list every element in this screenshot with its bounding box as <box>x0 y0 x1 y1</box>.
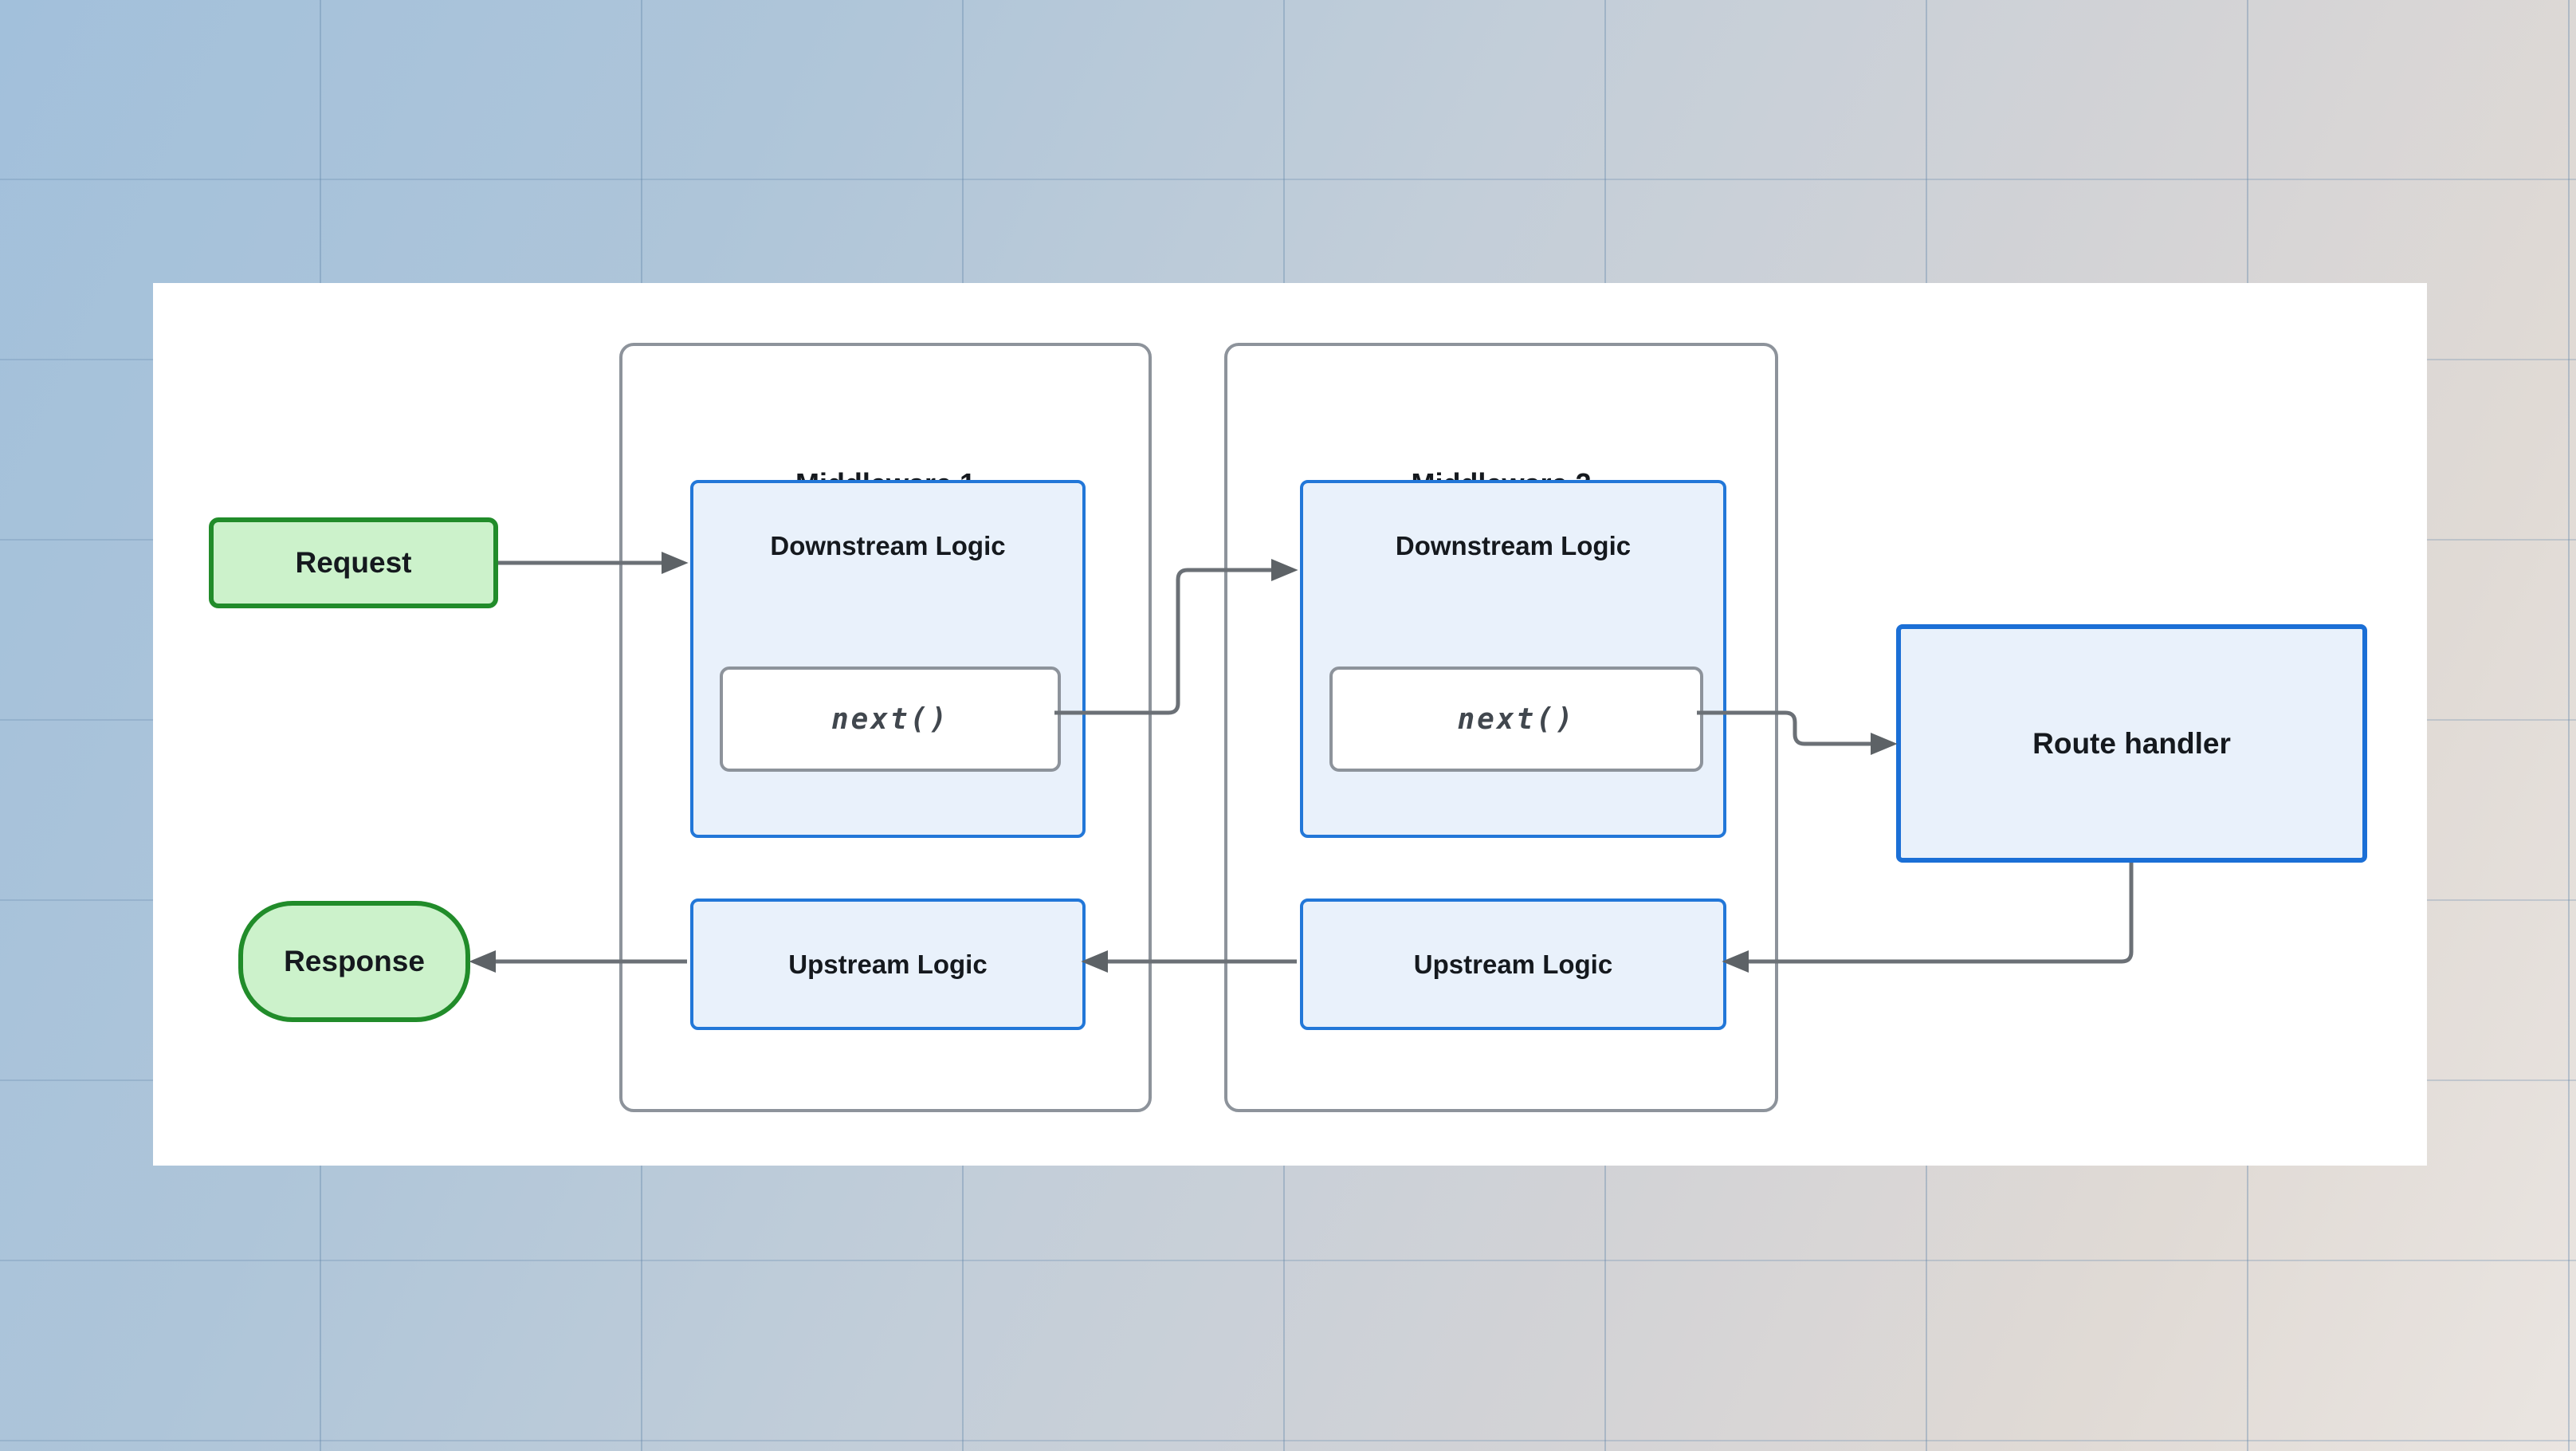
connector-route-handler-to-upstream2 <box>1722 863 2134 973</box>
request-node: Request <box>209 517 498 608</box>
request-label: Request <box>295 546 412 579</box>
diagram-canvas: Request Response Middleware 1 Downstream… <box>153 283 2427 1166</box>
middleware-2-upstream-label: Upstream Logic <box>1413 949 1613 979</box>
middleware-2-next-box: next() <box>1329 667 1703 772</box>
response-node: Response <box>238 901 470 1022</box>
middleware-1-next-box: next() <box>720 667 1061 772</box>
route-handler-label: Route handler <box>2032 726 2231 760</box>
middleware-1-downstream-box: Downstream Logic next() <box>690 480 1086 838</box>
middleware-1-upstream-box: Upstream Logic <box>690 899 1086 1030</box>
route-handler-node: Route handler <box>1896 624 2367 863</box>
middleware-2-upstream-box: Upstream Logic <box>1300 899 1726 1030</box>
response-label: Response <box>284 945 425 977</box>
middleware-2-downstream-label: Downstream Logic <box>1395 531 1632 560</box>
middleware-1-next-label: next() <box>831 702 950 736</box>
middleware-2-downstream-box: Downstream Logic next() <box>1300 480 1726 838</box>
middleware-2-container: Middleware 2 Downstream Logic next() Ups… <box>1224 343 1778 1112</box>
middleware-1-downstream-label: Downstream Logic <box>770 531 1006 560</box>
middleware-1-container: Middleware 1 Downstream Logic next() Ups… <box>619 343 1152 1112</box>
middleware-1-upstream-label: Upstream Logic <box>788 949 988 979</box>
middleware-2-next-label: next() <box>1457 702 1576 736</box>
